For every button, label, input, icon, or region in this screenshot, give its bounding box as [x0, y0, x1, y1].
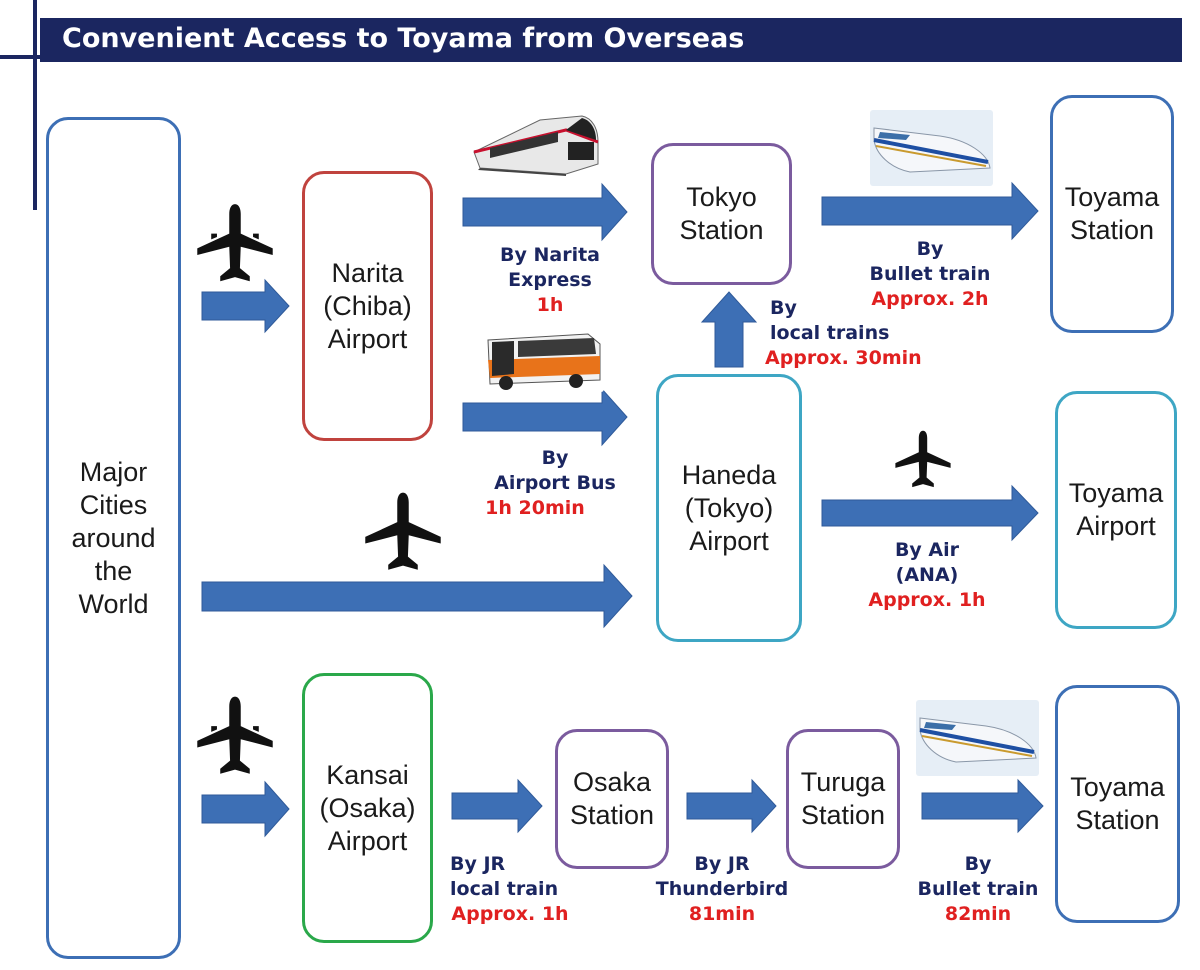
arrow-origin-haneda: [201, 563, 633, 629]
arrow-narita-haneda: [462, 387, 628, 447]
airplane-icon: [197, 696, 273, 774]
page-title: Convenient Access to Toyama from Oversea…: [62, 23, 745, 54]
route-duration: 81min: [688, 903, 756, 925]
airplane-icon: [895, 430, 951, 488]
route-duration: Approx. 1h: [868, 589, 986, 611]
arrow-haneda-tokyo: [700, 291, 758, 368]
bullet-train-photo: [870, 110, 993, 186]
route-mode: By Airport Bus: [494, 447, 616, 494]
label-airport-bus: By Airport Bus 1h 20min: [470, 446, 640, 521]
bullet-train-photo: [916, 700, 1039, 776]
label-jr-local: By JR local train Approx. 1h: [430, 852, 590, 927]
label-bullet-bottom: By Bullet train 82min: [893, 852, 1063, 927]
route-duration: 82min: [944, 903, 1012, 925]
label-narita-express: By Narita Express 1h: [465, 243, 635, 318]
node-narita-airport: Narita (Chiba) Airport: [302, 171, 433, 441]
node-tokyo-station: Tokyo Station: [651, 143, 792, 285]
route-duration: 1h: [536, 294, 564, 316]
narita-express-train-photo: [470, 112, 602, 180]
label-air-ana: By Air (ANA) Approx. 1h: [842, 538, 1012, 613]
node-toyama-station-top: Toyama Station: [1050, 95, 1174, 333]
route-mode: By Bullet train: [917, 853, 1039, 900]
route-mode: By Narita Express: [500, 244, 600, 291]
node-kansai-airport: Kansai (Osaka) Airport: [302, 673, 433, 943]
arrow-haneda-toyama-airport: [821, 484, 1039, 542]
label-bullet-top: By Bullet train Approx. 2h: [840, 237, 1020, 312]
arrow-turuga-toyama: [921, 778, 1044, 834]
node-toyama-station-bottom: Toyama Station: [1055, 685, 1180, 923]
node-major-cities: Major Cities around the World: [46, 117, 181, 959]
route-mode: By Air (ANA): [894, 539, 960, 586]
label-local-trains: By local trains Approx. 30min: [760, 296, 960, 371]
airplane-icon: [365, 492, 441, 570]
airplane-icon: [197, 204, 273, 282]
node-haneda-airport: Haneda (Tokyo) Airport: [656, 374, 802, 642]
header-accent-horizontal: [0, 55, 42, 59]
route-mode: By JR local train: [450, 853, 559, 900]
arrow-narita-tokyo: [462, 182, 628, 242]
arrow-osaka-turuga: [686, 778, 777, 834]
node-toyama-airport: Toyama Airport: [1055, 391, 1177, 629]
route-mode: By JR Thunderbird: [655, 853, 789, 900]
route-duration: Approx. 30min: [765, 347, 922, 369]
node-turuga-station: Turuga Station: [786, 729, 900, 869]
arrow-origin-narita: [201, 278, 290, 334]
route-mode: By local trains: [770, 297, 890, 344]
route-duration: Approx. 2h: [871, 288, 989, 310]
arrow-origin-kansai: [201, 780, 290, 838]
airport-bus-photo: [484, 330, 604, 392]
node-osaka-station: Osaka Station: [555, 729, 669, 869]
header-bar: Convenient Access to Toyama from Oversea…: [40, 18, 1182, 62]
route-duration: 1h 20min: [485, 497, 585, 519]
route-duration: Approx. 1h: [451, 903, 569, 925]
arrow-tokyo-toyama: [821, 181, 1039, 241]
header-accent-vertical: [33, 0, 37, 210]
arrow-kansai-osaka: [451, 778, 543, 834]
label-thunderbird: By JR Thunderbird 81min: [642, 852, 802, 927]
route-mode: By Bullet train: [869, 238, 991, 285]
